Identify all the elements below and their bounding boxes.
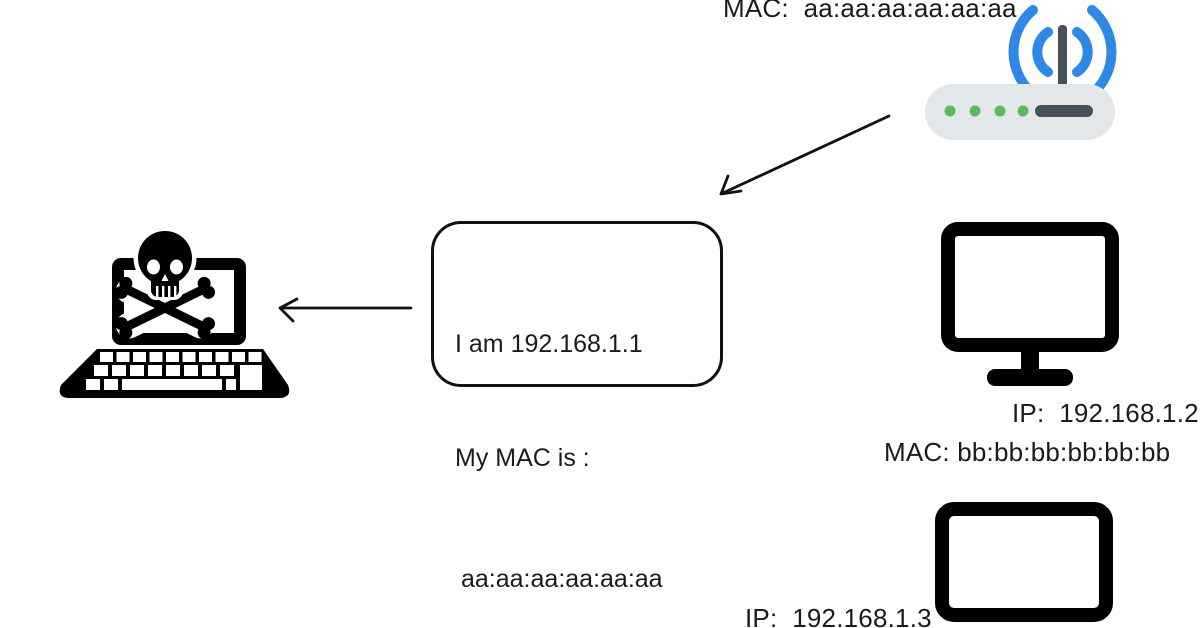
victim-mac-label: MAC: bb:bb:bb:bb:bb:bb	[884, 437, 1171, 467]
bubble-line-mac-intro: My MAC is :	[455, 444, 590, 472]
router-led-lights	[944, 105, 1029, 117]
desktop-monitor-icon	[941, 222, 1119, 386]
spoof-message-bubble: I am 192.168.1.1 My MAC is : aa:aa:aa:aa…	[431, 221, 723, 593]
router-mac-label: MAC: aa:aa:aa:aa:aa:aa	[723, 0, 1017, 23]
wifi-router-icon	[925, 5, 1117, 140]
victim-ip-label: IP: 192.168.1.2	[1012, 398, 1199, 428]
monitor-icon	[935, 502, 1113, 622]
laptop-keyboard	[59, 349, 290, 398]
bubble-line-mac-value: aa:aa:aa:aa:aa:aa	[461, 565, 663, 593]
second-ip-label: IP: 192.168.1.3	[745, 603, 932, 628]
crossbones	[114, 276, 216, 340]
diagonal-arrow-icon	[719, 114, 891, 196]
hacker-laptop-skull-icon	[59, 226, 290, 398]
skull-icon	[133, 226, 197, 300]
router-port-bar	[1035, 105, 1093, 117]
router-antenna	[1058, 25, 1067, 89]
bubble-line-ip: I am 192.168.1.1	[455, 330, 643, 358]
